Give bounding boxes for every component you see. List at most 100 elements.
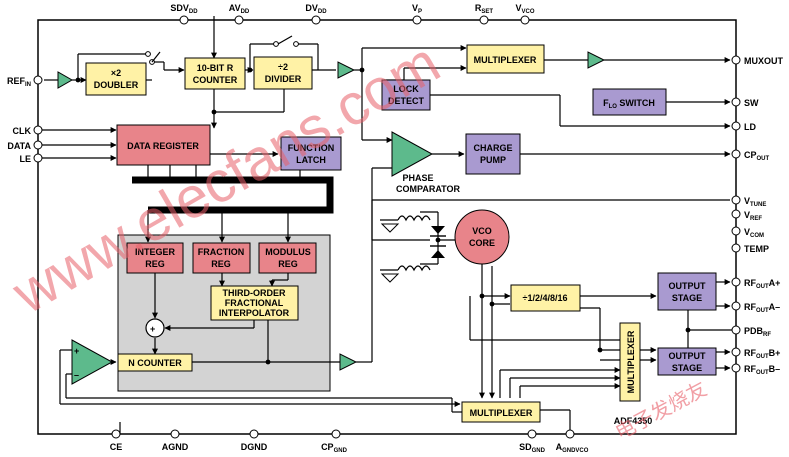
switch-lever-divider: [277, 35, 293, 45]
switch-lever-doubler: [151, 51, 161, 63]
output-divider-block: ÷1/2/4/8/16: [510, 284, 581, 312]
pin-data-label: DATA: [7, 141, 31, 151]
r-counter-block: 10-BIT R COUNTER: [184, 57, 246, 90]
phase-comparator-line1: PHASE: [402, 173, 433, 183]
pin-agndvco-label: AGNDVCO: [556, 442, 589, 454]
r-counter-line1: 10-BIT R: [197, 63, 234, 73]
data-register-block: DATA REGISTER: [116, 124, 211, 166]
opamp-minus-label: –: [74, 370, 79, 380]
lock-detect-line2: DETECT: [388, 96, 425, 106]
varactor-bottom-icon: [431, 250, 445, 258]
multiplexer-top-label: MULTIPLEXER: [474, 55, 537, 65]
ground-bottom-icon: [380, 273, 400, 283]
integer-reg-line1: INTEGER: [135, 247, 176, 257]
fraction-reg-line2: REG: [211, 259, 231, 269]
interpolator-line3: INTERPOLATOR: [219, 308, 290, 318]
ground-top-icon: [380, 223, 400, 233]
output-stage-b-block: OUTPUT STAGE: [657, 347, 717, 376]
lock-detect-line1: LOCK: [393, 84, 419, 94]
flo-switch-sub: LO: [609, 104, 618, 110]
pin-rfouta-plus-label: RFOUTA+: [744, 278, 780, 290]
multiplexer-bottom-block: MULTIPLEXER: [461, 401, 541, 423]
function-latch-line1: FUNCTION: [288, 143, 335, 153]
pin-rfouta-minus-label: RFOUTA–: [744, 302, 780, 314]
fraction-reg-block: FRACTION REG: [192, 242, 251, 274]
pin-rfoutb-plus-label: RFOUTB+: [744, 348, 780, 360]
pin-sdvdd-label: SDVDD: [170, 3, 198, 15]
n-counter-block: N COUNTER: [117, 353, 193, 372]
ncounter-buffer-icon: [339, 353, 358, 371]
doubler-line1: ×2: [111, 68, 121, 78]
function-latch-block: FUNCTION LATCH: [280, 136, 342, 171]
integer-reg-line2: REG: [145, 259, 165, 269]
output-stage-b-line2: STAGE: [672, 363, 702, 373]
pin-clk-label: CLK: [13, 126, 32, 136]
vco-core-line1: VCO: [472, 226, 492, 236]
opamp-icon: [71, 339, 114, 385]
inductor-bottom-icon: [397, 265, 431, 272]
interpolator-block: THIRD-ORDER FRACTIONAL INTERPOLATOR: [210, 285, 299, 321]
output-divider-label: ÷1/2/4/8/16: [523, 293, 568, 303]
muxout-buffer-icon: [587, 51, 606, 69]
multiplexer-bottom-label: MULTIPLEXER: [470, 408, 533, 418]
pin-agnd-label: AGND: [162, 442, 189, 452]
pin-dvdd-label: DVDD: [305, 3, 327, 15]
pin-vcom-label: VCOM: [744, 227, 764, 239]
vco-core-line2: CORE: [469, 238, 495, 248]
doubler-line2: DOUBLER: [94, 80, 139, 90]
vco-core-block: VCO CORE: [454, 209, 510, 265]
data-register-label: DATA REGISTER: [127, 141, 199, 151]
pin-vvco-label: VVCO: [515, 3, 534, 15]
ref-buffer-icon: [57, 71, 74, 89]
divider-buffer-icon: [337, 61, 356, 79]
charge-pump-line1: CHARGE: [473, 143, 512, 153]
flo-switch-main: F: [603, 98, 609, 108]
output-stage-a-line1: OUTPUT: [669, 281, 707, 291]
r-counter-line2: COUNTER: [193, 75, 238, 85]
output-stage-a-line2: STAGE: [672, 293, 702, 303]
pin-muxout-label: MUXOUT: [744, 56, 783, 66]
charge-pump-line2: PUMP: [480, 155, 506, 165]
divider-line2: DIVIDER: [265, 74, 302, 84]
pin-rfoutb-minus-label: RFOUTB–: [744, 364, 780, 376]
pin-cpout-label: CPOUT: [744, 150, 770, 162]
phase-comparator-icon: [391, 131, 434, 177]
pin-ce-label: CE: [110, 442, 123, 452]
divider-block: ÷2 DIVIDER: [253, 56, 313, 90]
lock-detect-block: LOCK DETECT: [381, 79, 431, 111]
output-stage-b-line1: OUTPUT: [669, 351, 707, 361]
charge-pump-block: CHARGE PUMP: [465, 133, 521, 175]
summer-icon: [145, 318, 165, 338]
svg-text:FLO SWITCH: FLO SWITCH: [603, 98, 655, 110]
varactor-top-icon: [431, 226, 445, 234]
multiplexer-top-block: MULTIPLEXER: [466, 44, 545, 74]
pin-dgnd-label: DGND: [241, 442, 268, 452]
pin-temp-label: TEMP: [744, 244, 769, 254]
interpolator-line2: FRACTIONAL: [225, 298, 284, 308]
modulus-reg-line1: MODULUS: [265, 247, 311, 257]
doubler-block: ×2 DOUBLER: [85, 62, 147, 96]
integer-reg-block: INTEGER REG: [126, 242, 184, 274]
pin-sdgnd-label: SDGND: [519, 442, 546, 454]
junctions: [75, 67, 691, 365]
flo-switch-block: FLO SWITCH: [592, 88, 667, 116]
pin-vp-label: VP: [412, 3, 422, 15]
opamp-plus-label: +: [74, 346, 79, 356]
summer-plus-label: +: [150, 324, 155, 334]
chip-name: ADF4350: [614, 416, 653, 426]
output-stage-a-block: OUTPUT STAGE: [657, 272, 717, 311]
pin-le-label: LE: [19, 154, 31, 164]
phase-comparator-line2: COMPARATOR: [396, 184, 460, 194]
fraction-reg-line1: FRACTION: [198, 247, 245, 257]
data-bus: [132, 176, 334, 214]
pin-sw-label: SW: [744, 98, 759, 108]
divider-line1: ÷2: [278, 62, 288, 72]
pin-vref-label: VREF: [744, 210, 762, 222]
flo-switch-tail: SWITCH: [617, 98, 655, 108]
pin-circles: [33, 15, 741, 439]
modulus-reg-line2: REG: [278, 259, 298, 269]
pin-vtune-label: VTUNE: [744, 196, 766, 208]
n-counter-label: N COUNTER: [128, 358, 182, 368]
phase-comparator-label-group: PHASE COMPARATOR: [396, 173, 460, 194]
pin-ld-label: LD: [744, 122, 756, 132]
